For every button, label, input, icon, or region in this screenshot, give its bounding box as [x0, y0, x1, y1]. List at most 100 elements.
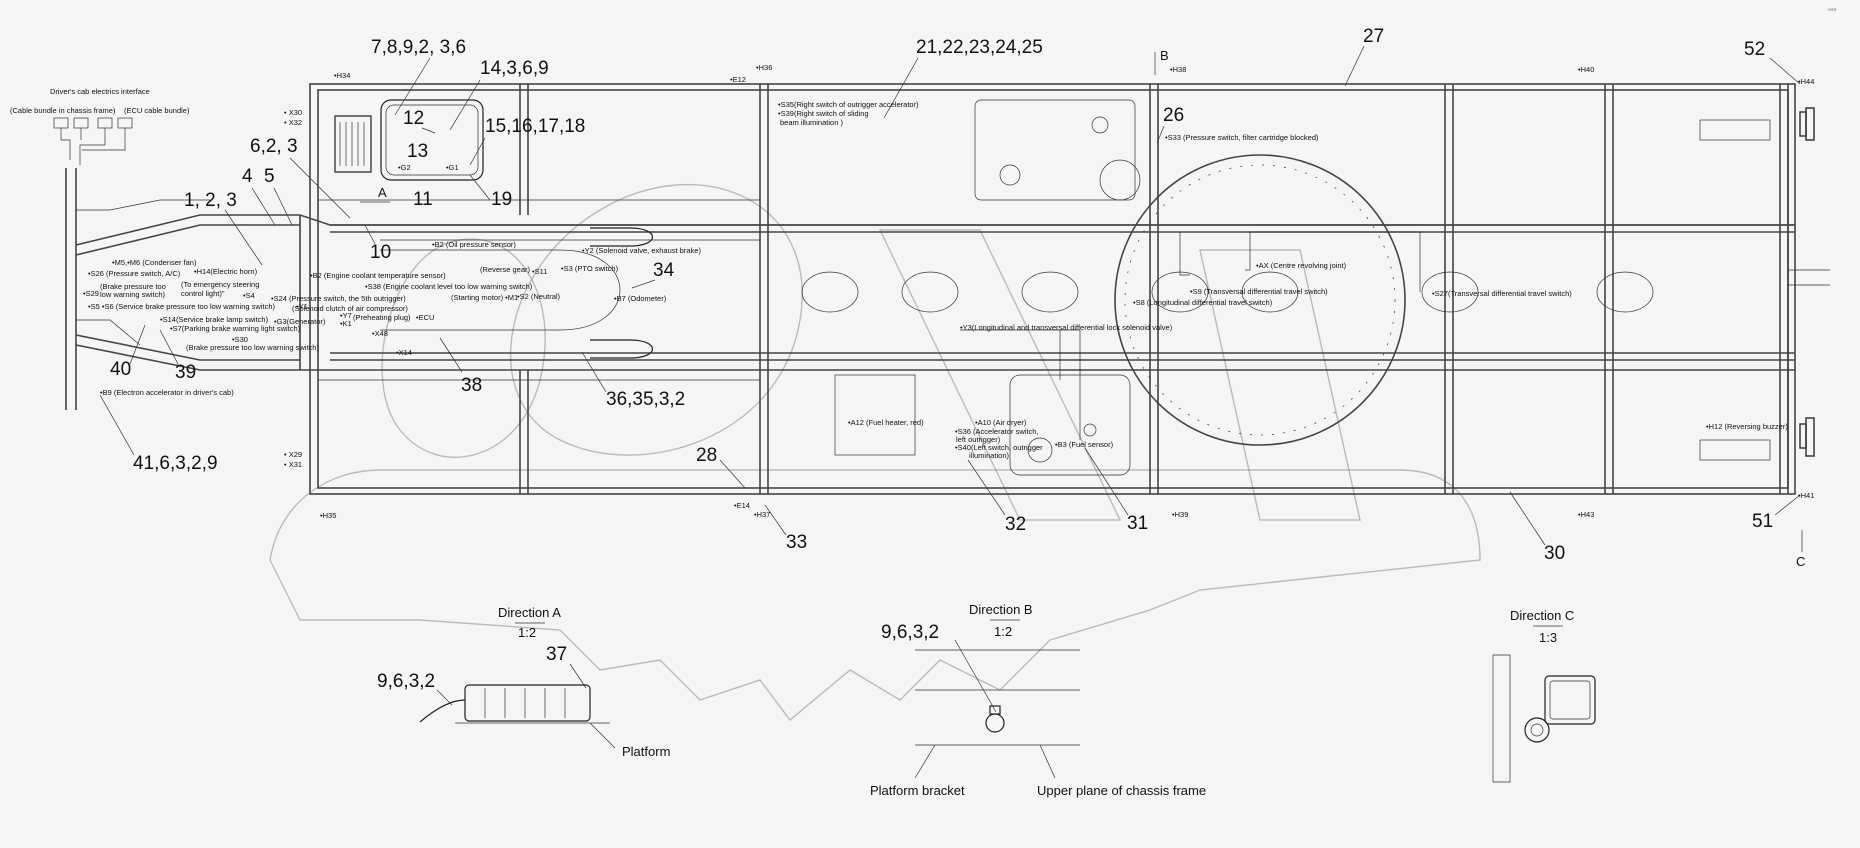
callout-28: 28: [696, 445, 717, 466]
callout-21-25: 21,22,23,24,25: [916, 37, 1043, 58]
connector-h34: •H34: [334, 71, 350, 80]
label-emergency-2: control light)": [181, 289, 225, 298]
callout-51: 51: [1752, 511, 1773, 532]
label-preheating: (Preheating plug): [353, 313, 411, 322]
label-s36b: left outrigger): [956, 435, 1001, 444]
connector-labels: •H34 •H36 •E12 •H38 •H40 •H44 • X30 • X3…: [284, 63, 1814, 520]
callout-19: 19: [491, 189, 512, 210]
connector-h38: •H38: [1170, 65, 1186, 74]
view-b-title: Direction B: [969, 602, 1033, 617]
cab-interface: Driver's cab electrics interface (Cable …: [10, 87, 210, 410]
view-c-letter: C: [1796, 554, 1805, 569]
label-starting-motor: (Starting motor) •M1: [451, 293, 518, 302]
connector-h36: •H36: [756, 63, 772, 72]
label-b2-oil: •B2 (Oil pressure sensor): [432, 240, 516, 249]
connector-e14: •E14: [734, 501, 750, 510]
view-direction-c: Direction C 1:3: [1492, 608, 1596, 783]
chassis-frame: [75, 83, 1830, 495]
label-y1: •Y1: [296, 302, 308, 311]
connector-e12: •E12: [730, 75, 746, 84]
label-y3: •Y3(Longitudinal and transversal differe…: [960, 323, 1173, 332]
label-s4: •S4: [243, 291, 255, 300]
label-solenoid-clutch: (Solenoid clutch of air compressor): [292, 304, 408, 313]
component-labels: •S35(Right switch of outrigger accelerat…: [83, 100, 1788, 460]
callout-27: 27: [1363, 26, 1384, 47]
label-s39a: •S39(Right switch of sliding: [778, 109, 869, 118]
view-c-scale: 1:3: [1539, 630, 1557, 645]
connector-h44: •H44: [1798, 77, 1814, 86]
label-s29: •S29: [83, 289, 99, 298]
label-s5-s6: •S5 •S6 (Service brake pressure too low …: [88, 302, 275, 311]
connector-x29: • X29: [284, 450, 302, 459]
label-s11: •S11: [532, 267, 547, 276]
view-b-callout-9632: 9,6,3,2: [881, 622, 939, 643]
callout-41-6-3-2-9: 41,6,3,2,9: [133, 453, 218, 474]
view-a-platform-label: Platform: [622, 744, 670, 759]
label-h14: •H14(Electric horn): [194, 267, 258, 276]
label-s38: •S38 (Engine coolant level too low warni…: [365, 282, 533, 291]
connector-g2: •G2: [398, 163, 411, 172]
label-b7: •B7 (Odometer): [614, 294, 667, 303]
label-s30: •S30: [232, 335, 248, 344]
label-s35: •S35(Right switch of outrigger accelerat…: [778, 100, 919, 109]
label-s14: •S14(Service brake lamp switch): [160, 315, 269, 324]
label-s8: •S8 (Longitudinal differential travel sw…: [1133, 298, 1273, 307]
callout-40: 40: [110, 359, 131, 380]
connector-h40: •H40: [1578, 65, 1594, 74]
label-b9: •B9 (Electron accelerator in driver's ca…: [100, 388, 234, 397]
interface-title: Driver's cab electrics interface: [50, 87, 150, 96]
view-b-upper-plane: Upper plane of chassis frame: [1037, 783, 1206, 798]
callout-38: 38: [461, 375, 482, 396]
label-s3: •S3 (PTO switch): [561, 264, 619, 273]
callout-36-35-3-2: 36,35,3,2: [606, 389, 685, 410]
label-b2-coolant: •B2 (Engine coolant temperature sensor): [310, 271, 446, 280]
label-brake-1: (Brake pressure too: [100, 282, 166, 291]
callout-39: 39: [175, 362, 196, 383]
view-a-scale: 1:2: [518, 625, 536, 640]
label-y2: •Y2 (Solenoid valve, exhaust brake): [582, 246, 701, 255]
callout-11: 11: [413, 189, 433, 210]
connector-h43: •H43: [1578, 510, 1594, 519]
connector-g1: •G1: [446, 163, 459, 172]
label-s40b: illumination): [969, 451, 1010, 460]
callout-32: 32: [1005, 514, 1026, 535]
connector-h39: •H39: [1172, 510, 1188, 519]
label-s9: •S9 (Transversal differential travel swi…: [1190, 287, 1328, 296]
interface-left-label: (Cable bundle in chassis frame): [10, 106, 116, 115]
callout-1-2-3: 1, 2, 3: [184, 190, 237, 211]
callout-5: 5: [264, 166, 275, 187]
callout-12: 12: [403, 108, 424, 129]
callout-6-2-3: 6,2, 3: [250, 136, 298, 157]
label-ax: •AX (Centre revolving joint): [1256, 261, 1347, 270]
label-x14: •X14: [396, 348, 412, 357]
view-markers: A B C: [360, 48, 1805, 569]
view-direction-b: Direction B 1:2 9,6,3,2 Platform bracket…: [870, 602, 1206, 798]
callout-31: 31: [1127, 513, 1148, 534]
view-a-letter: A: [378, 185, 387, 200]
label-brake-3: (Brake pressure too low warning switch): [186, 343, 319, 352]
view-b-scale: 1:2: [994, 624, 1012, 639]
label-x48: •X48: [372, 329, 388, 338]
callout-30: 30: [1544, 543, 1565, 564]
connector-x32: • X32: [284, 118, 302, 127]
interface-right-label: (ECU cable bundle): [124, 106, 190, 115]
label-s24: •S24 (Pressure switch, the 5th outrigger…: [271, 294, 406, 303]
view-a-title: Direction A: [498, 605, 561, 620]
connector-h41: •H41: [1798, 491, 1814, 500]
label-ecu: •ECU: [416, 313, 434, 322]
callout-15-16-17-18: 15,16,17,18: [485, 116, 585, 137]
callout-4: 4: [242, 166, 253, 187]
label-m5-m6: •M5,•M6 (Condenser fan): [112, 258, 197, 267]
callout-10: 10: [370, 242, 391, 263]
label-a10: •A10 (Air dryer): [975, 418, 1027, 427]
label-emergency-1: (To emergency steering: [181, 280, 259, 289]
callout-13: 13: [407, 141, 428, 162]
callouts: 7,8,9,2, 3,6 14,3,6,9 12 15,16,17,18 13 …: [99, 26, 1801, 564]
label-a12: •A12 (Fuel heater, red): [848, 418, 924, 427]
callout-52: 52: [1744, 39, 1765, 60]
callout-34: 34: [653, 260, 675, 281]
label-h12: •H12 (Reversing buzzer): [1706, 422, 1788, 431]
callout-33: 33: [786, 532, 807, 553]
